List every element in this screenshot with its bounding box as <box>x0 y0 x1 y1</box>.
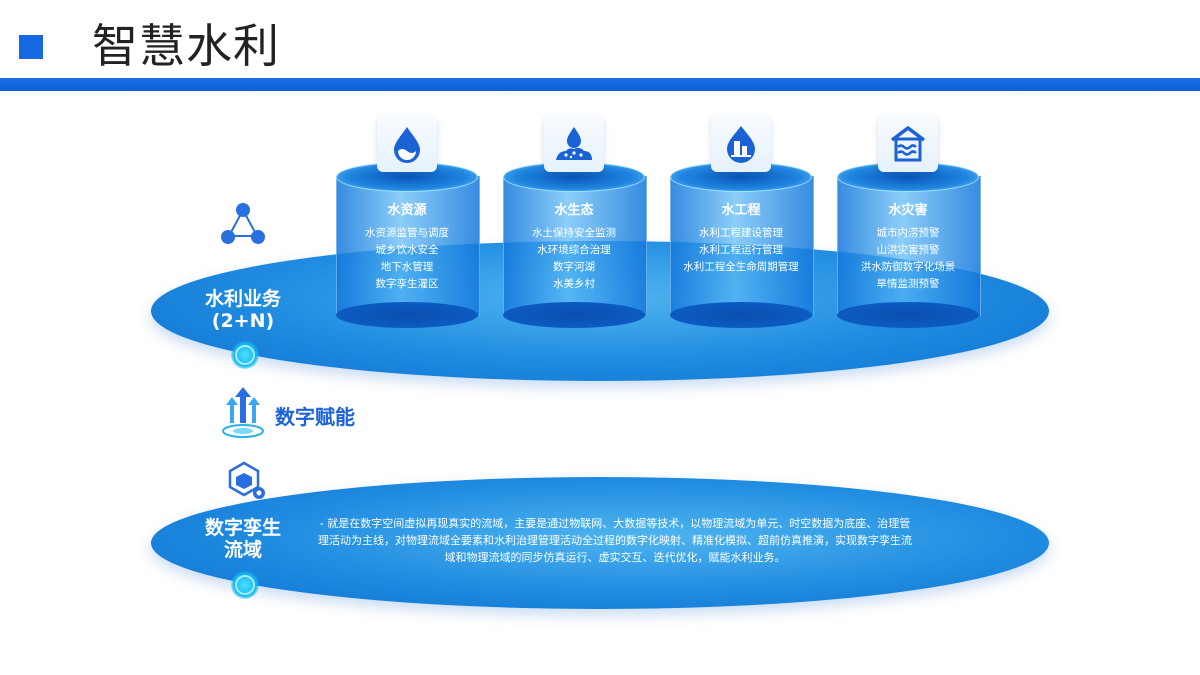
title-marker <box>19 35 43 59</box>
business-layer-title: 水利业务 <box>204 288 281 310</box>
water-project-icon <box>711 116 771 172</box>
category-item: 水美乡村 <box>553 278 595 290</box>
business-layer-subtitle: (2+N) <box>211 310 275 332</box>
category-item: 水土保持安全监测 <box>532 227 616 239</box>
category-title: 水资源 <box>387 203 427 218</box>
digital-twin-description: - 就是在数字空间虚拟再现真实的流域，主要是通过物联网、大数据等技术，以物理流域… <box>318 517 912 564</box>
digital-twin-label: 数字孪生 流域 <box>188 517 298 561</box>
category-item: 水利工程全生命周期管理 <box>683 261 799 273</box>
category-item: 水利工程运行管理 <box>699 244 783 256</box>
category-item: 数字孪生灌区 <box>375 278 439 290</box>
connector-dot <box>231 571 259 599</box>
category-item: 洪水防御数字化场景 <box>860 261 956 273</box>
empower-label: 数字赋能 <box>275 405 355 429</box>
category-card-water-engineering: 水工程 水利工程建设管理 水利工程运行管理 水利工程全生命周期管理 <box>670 162 814 328</box>
category-item: 水环境综合治理 <box>537 244 611 256</box>
cycle-network-icon <box>220 202 266 250</box>
title-bar <box>0 78 1200 91</box>
digital-twin-subtitle: 流域 <box>223 539 262 561</box>
connector-dot <box>231 341 259 369</box>
digital-twin-platform <box>151 477 1049 609</box>
category-item: 城市内涝预警 <box>876 227 940 239</box>
water-drop-icon <box>377 116 437 172</box>
category-title: 水工程 <box>721 203 761 218</box>
category-item: 城乡饮水安全 <box>375 244 439 256</box>
cube-gear-icon <box>222 461 268 507</box>
category-title: 水生态 <box>554 203 594 218</box>
upload-arrows-icon <box>220 383 266 443</box>
category-item: 山洪灾害预警 <box>876 244 940 256</box>
flood-house-icon <box>878 116 938 172</box>
digital-twin-title: 数字孪生 <box>204 517 281 539</box>
page-title: 智慧水利 <box>92 19 280 73</box>
category-card-water-ecology: 水生态 水土保持安全监测 水环境综合治理 数字河湖 水美乡村 <box>503 162 647 328</box>
category-item: 地下水管理 <box>380 261 434 273</box>
category-item: 水利工程建设管理 <box>699 227 783 239</box>
category-item: 水资源监管与调度 <box>365 227 449 239</box>
category-item: 数字河湖 <box>553 261 595 273</box>
category-title: 水灾害 <box>888 203 928 218</box>
category-item: 旱情监测预警 <box>876 278 940 290</box>
category-card-water-disaster: 水灾害 城市内涝预警 山洪灾害预警 洪水防御数字化场景 旱情监测预警 <box>837 162 981 328</box>
water-ecology-icon <box>544 116 604 172</box>
category-card-water-resources: 水资源 水资源监管与调度 城乡饮水安全 地下水管理 数字孪生灌区 <box>336 162 480 328</box>
business-layer-label: 水利业务 (2+N) <box>188 288 298 332</box>
